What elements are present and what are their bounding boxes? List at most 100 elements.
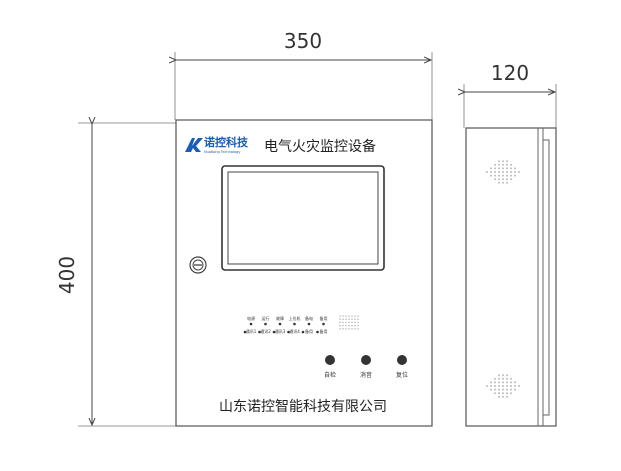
indicator-led xyxy=(307,322,311,326)
vent-dot xyxy=(502,377,504,380)
vent-dot xyxy=(514,388,516,391)
vent-dot xyxy=(490,167,492,170)
vent-dot xyxy=(510,163,512,166)
vent-grille-top xyxy=(486,160,520,184)
speaker-dot xyxy=(354,315,356,317)
speaker-dot xyxy=(348,315,350,317)
vent-dot xyxy=(514,167,516,170)
vent-dot xyxy=(494,385,496,387)
vent-dot xyxy=(498,388,500,391)
indicator-label-top: 运行 xyxy=(262,315,270,321)
speaker-dot xyxy=(339,321,341,324)
vent-dot xyxy=(514,174,516,177)
speaker-dot xyxy=(348,324,350,327)
speaker-dot xyxy=(351,315,353,317)
vent-dot xyxy=(502,392,504,395)
vent-dot xyxy=(506,381,508,384)
lock-icon[interactable] xyxy=(189,256,207,274)
vent-dot xyxy=(506,160,508,163)
speaker-dot xyxy=(351,328,353,330)
nk-logo-icon xyxy=(185,138,203,152)
speaker-dot xyxy=(354,328,356,330)
vent-dot xyxy=(514,381,516,384)
vent-dot xyxy=(510,178,512,181)
speaker-dot xyxy=(354,318,356,321)
vent-dot xyxy=(506,395,508,398)
indicator-led xyxy=(278,322,282,326)
vent-dot xyxy=(506,174,508,177)
vent-dot xyxy=(502,381,504,384)
button-label: 自检 xyxy=(324,371,336,379)
indicator-led xyxy=(287,330,290,334)
side-view xyxy=(465,127,557,427)
speaker-dot xyxy=(351,324,353,327)
vent-dot xyxy=(502,174,504,177)
vent-dot xyxy=(518,385,520,387)
button-label: 消音 xyxy=(360,371,372,379)
vent-dot xyxy=(510,171,512,173)
vent-dot xyxy=(502,163,504,166)
speaker-dot xyxy=(348,321,350,324)
vent-dot xyxy=(506,167,508,170)
vent-dot xyxy=(498,374,500,377)
device-title: 电气火灾监控设备 xyxy=(264,138,376,155)
vent-dot xyxy=(490,381,492,384)
vent-dot xyxy=(506,388,508,391)
vent-dot xyxy=(510,381,512,384)
vent-dot xyxy=(514,385,516,387)
speaker-dot xyxy=(345,324,347,327)
vent-dot xyxy=(494,381,496,384)
indicator-led xyxy=(258,330,261,334)
vent-dot xyxy=(494,163,496,166)
speaker-dot xyxy=(348,328,350,330)
speaker-dot xyxy=(339,328,341,330)
control-button[interactable] xyxy=(325,355,335,365)
control-button[interactable] xyxy=(397,355,407,365)
indicator-label-bottom: 通讯4 xyxy=(289,328,300,334)
indicator-led xyxy=(249,322,253,326)
vent-dot xyxy=(494,171,496,173)
indicator-label-top: 上位机 xyxy=(289,315,301,321)
vent-dot xyxy=(506,171,508,173)
speaker-dot xyxy=(357,321,359,324)
indicator-led xyxy=(322,322,325,326)
vent-dot xyxy=(490,385,492,387)
speaker-dot xyxy=(357,324,359,327)
vent-dot xyxy=(486,385,488,387)
indicator-led xyxy=(301,330,305,334)
speaker-dot xyxy=(345,321,347,324)
vent-dot xyxy=(502,178,504,181)
speaker-dot xyxy=(351,318,353,321)
speaker-dot xyxy=(342,315,344,317)
indicator-led xyxy=(243,330,247,334)
vent-dot xyxy=(498,395,500,398)
side-panel xyxy=(465,127,557,427)
vent-dot xyxy=(498,385,500,387)
speaker-dot xyxy=(339,324,341,327)
vent-dot xyxy=(514,171,516,173)
speaker-dot xyxy=(342,321,344,324)
brand-logo: 诺控科技 NuoKong Technology xyxy=(185,135,249,154)
vent-dot xyxy=(502,171,504,173)
company-name: 山东诺控智能科技有限公司 xyxy=(219,399,387,415)
vent-dot xyxy=(498,178,500,181)
vent-dot xyxy=(490,174,492,177)
display-screen xyxy=(227,171,379,265)
vent-dot xyxy=(494,167,496,170)
vent-dot xyxy=(486,171,488,173)
speaker-dot xyxy=(345,315,347,317)
indicator-label-bottom: 通讯1 xyxy=(246,328,257,334)
control-button[interactable] xyxy=(361,355,371,365)
height-label: 400 xyxy=(55,256,79,294)
indicator-led xyxy=(264,322,267,326)
vent-dot xyxy=(498,167,500,170)
vent-dot xyxy=(494,388,496,391)
vent-dot xyxy=(510,167,512,170)
vent-dot xyxy=(490,171,492,173)
vent-dot xyxy=(510,392,512,395)
logo-text: 诺控科技 xyxy=(204,135,249,149)
speaker-dot xyxy=(339,318,341,321)
speaker-dot xyxy=(354,321,356,324)
indicator-label-bottom: 备用 xyxy=(305,328,313,334)
